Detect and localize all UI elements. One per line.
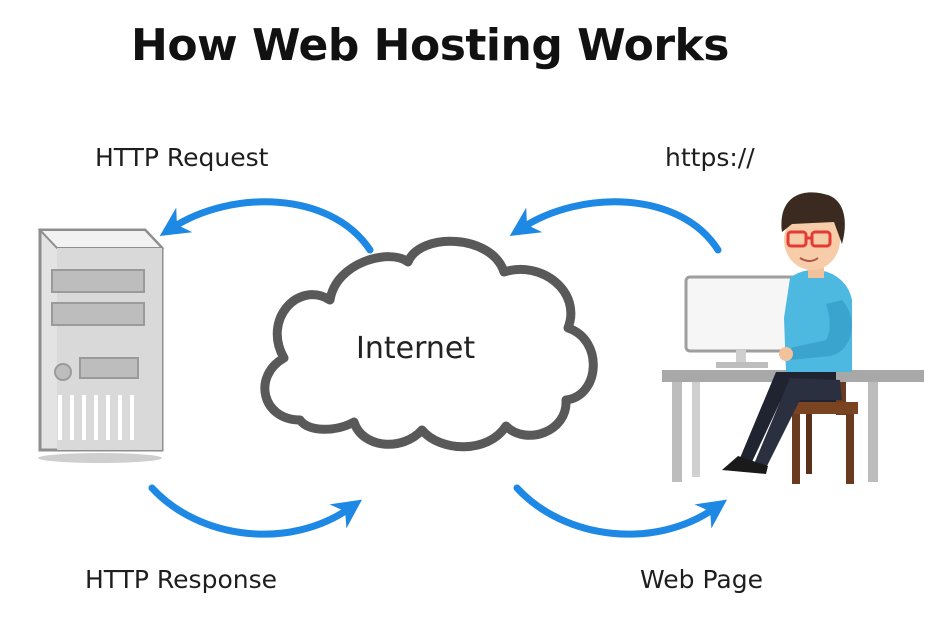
web-page-arrow (513, 484, 728, 538)
server-icon (37, 228, 165, 463)
https-request-arrow (509, 198, 722, 254)
http-request-arrow (159, 198, 374, 254)
http-response-arrow (148, 484, 363, 538)
user-at-computer-icon (662, 192, 924, 484)
cloud-icon (260, 236, 598, 452)
https-label: https:// (665, 143, 755, 172)
http-request-label: HTTP Request (95, 143, 269, 172)
web-page-label: Web Page (640, 565, 763, 594)
http-response-label: HTTP Response (85, 565, 277, 594)
internet-label: Internet (356, 331, 476, 366)
page-title: How Web Hosting Works (131, 20, 729, 71)
